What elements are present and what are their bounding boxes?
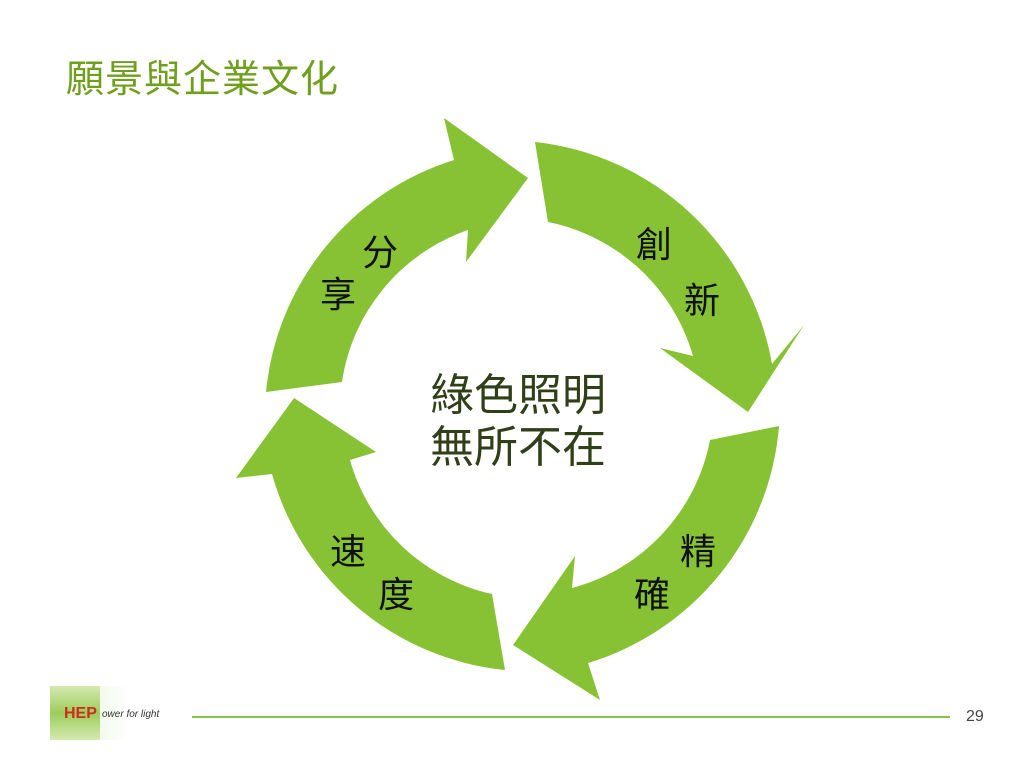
logo-tagline: ower for light <box>102 709 160 720</box>
label-sharing-2: 享 <box>320 275 357 316</box>
arrow-precision <box>513 426 779 700</box>
arrow-speed <box>236 398 505 670</box>
logo-bar <box>50 686 100 740</box>
arrow-innovation <box>535 142 804 412</box>
label-innovation-2: 新 <box>684 281 721 322</box>
company-logo: HEP ower for light <box>50 686 180 740</box>
center-text: 綠色照明 無所不在 <box>430 370 630 474</box>
logo-brand: HEP <box>64 705 97 722</box>
label-speed-2: 度 <box>378 575 415 616</box>
label-speed-1: 速 <box>330 532 367 573</box>
label-precision-1: 精 <box>680 532 717 573</box>
center-line-2: 無所不在 <box>430 422 606 473</box>
footer-divider <box>192 716 950 718</box>
arrow-sharing <box>266 118 528 392</box>
slide-title: 願景與企業文化 <box>66 57 340 101</box>
label-sharing-1: 分 <box>362 233 399 274</box>
center-line-1: 綠色照明 <box>430 370 606 421</box>
page-number: 29 <box>966 708 984 725</box>
label-innovation-1: 創 <box>636 225 673 266</box>
label-precision-2: 確 <box>634 575 671 616</box>
